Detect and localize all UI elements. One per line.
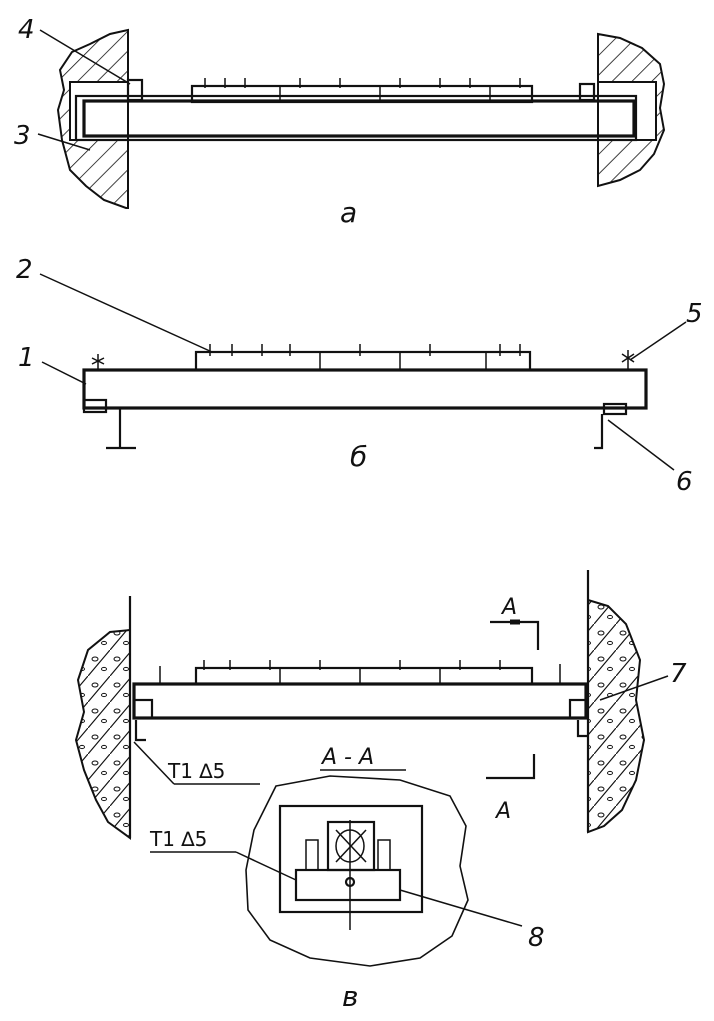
section-marker-bottom: А [494,799,511,824]
beam-v [132,682,588,720]
label-8: 8 [528,923,545,953]
label-7: 7 [670,659,687,689]
label-3: 3 [14,121,31,151]
caption-a: а [340,196,357,229]
caption-v: в [342,980,359,1013]
section-marker-top: А [500,595,517,620]
weld-symbol-2: Т1 ∆5 [149,827,207,851]
view-a: 4 3 а [14,15,666,229]
section-title: А - А [320,745,374,770]
label-5: 5 [686,299,703,329]
label-2: 2 [16,255,33,285]
section-detail-outline [245,775,469,967]
label-6: 6 [676,467,693,497]
caption-b: б [350,440,367,473]
beam-b [82,368,648,410]
left-wall-v [74,628,131,840]
label-4: 4 [18,15,35,45]
label-1: 1 [18,343,35,373]
view-b: 2 1 5 6 б [16,255,703,497]
beam-a [82,99,636,138]
weld-symbol-1: Т1 ∆5 [167,759,225,783]
view-v: А А А - А Т1 ∆5 Т1 ∆5 7 8 в [74,570,687,1013]
right-wall-v [587,598,646,834]
